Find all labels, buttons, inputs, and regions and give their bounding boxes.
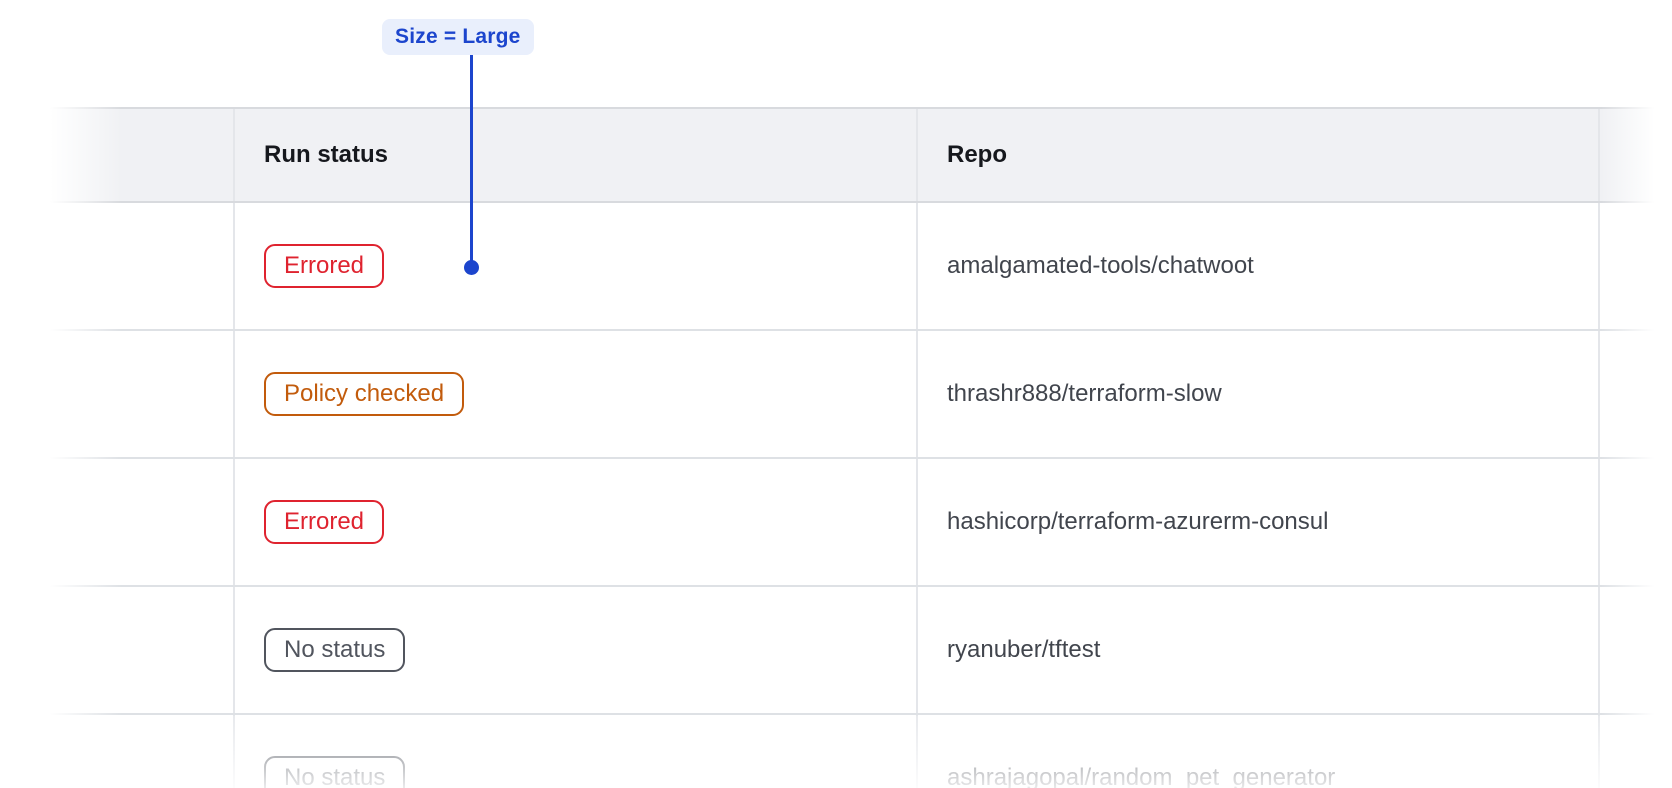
table-header-row: Run status Repo [42, 107, 1672, 203]
annotation-connector-line [470, 55, 473, 262]
run-status-badge: Policy checked [264, 372, 465, 416]
table-body: Errored amalgamated-tools/chatwoot Polic… [42, 203, 1672, 788]
column-label-run-status: Run status [264, 141, 389, 168]
annotation-label: Size = Large [382, 19, 534, 55]
table-row[interactable]: No status ashrajagopal/random_pet_genera… [42, 715, 1672, 788]
table-row[interactable]: Policy checked thrashr888/terraform-slow [42, 331, 1672, 459]
annotation-point-marker [464, 260, 479, 275]
row-cell-run-status: Errored [233, 459, 916, 585]
table-row[interactable]: Errored hashicorp/terraform-azurerm-cons… [42, 459, 1672, 587]
run-status-badge: No status [264, 628, 406, 672]
row-cell-run-status: No status [233, 715, 916, 788]
run-status-badge: Errored [264, 244, 385, 288]
row-cell-spacer [42, 587, 233, 713]
row-cell-spacer [42, 715, 233, 788]
row-cell-trailing [1598, 331, 1672, 457]
run-status-badge: No status [264, 756, 406, 788]
repo-name: hashicorp/terraform-azurerm-consul [947, 508, 1329, 535]
header-cell-run-status: Run status [233, 109, 916, 201]
table-row[interactable]: No status ryanuber/tftest [42, 587, 1672, 715]
run-status-badge: Errored [264, 500, 385, 544]
header-cell-repo: Repo [916, 109, 1598, 201]
row-cell-spacer [42, 203, 233, 329]
row-cell-trailing [1598, 203, 1672, 329]
repo-name: ryanuber/tftest [947, 636, 1101, 663]
header-cell-spacer [42, 109, 233, 201]
row-cell-run-status: Policy checked [233, 331, 916, 457]
row-cell-trailing [1598, 715, 1672, 788]
row-cell-repo: ashrajagopal/random_pet_generator [916, 715, 1598, 788]
repo-name: ashrajagopal/random_pet_generator [947, 764, 1336, 788]
runs-table: Run status Repo Errored amalgamated-tool… [42, 107, 1672, 788]
row-cell-spacer [42, 459, 233, 585]
repo-name: amalgamated-tools/chatwoot [947, 252, 1254, 279]
row-cell-run-status: No status [233, 587, 916, 713]
row-cell-trailing [1598, 587, 1672, 713]
row-cell-repo: amalgamated-tools/chatwoot [916, 203, 1598, 329]
table-row[interactable]: Errored amalgamated-tools/chatwoot [42, 203, 1672, 331]
row-cell-trailing [1598, 459, 1672, 585]
row-cell-spacer [42, 331, 233, 457]
row-cell-run-status: Errored [233, 203, 916, 329]
row-cell-repo: ryanuber/tftest [916, 587, 1598, 713]
header-cell-trailing [1598, 109, 1672, 201]
row-cell-repo: thrashr888/terraform-slow [916, 331, 1598, 457]
repo-name: thrashr888/terraform-slow [947, 380, 1222, 407]
row-cell-repo: hashicorp/terraform-azurerm-consul [916, 459, 1598, 585]
column-label-repo: Repo [947, 141, 1007, 168]
